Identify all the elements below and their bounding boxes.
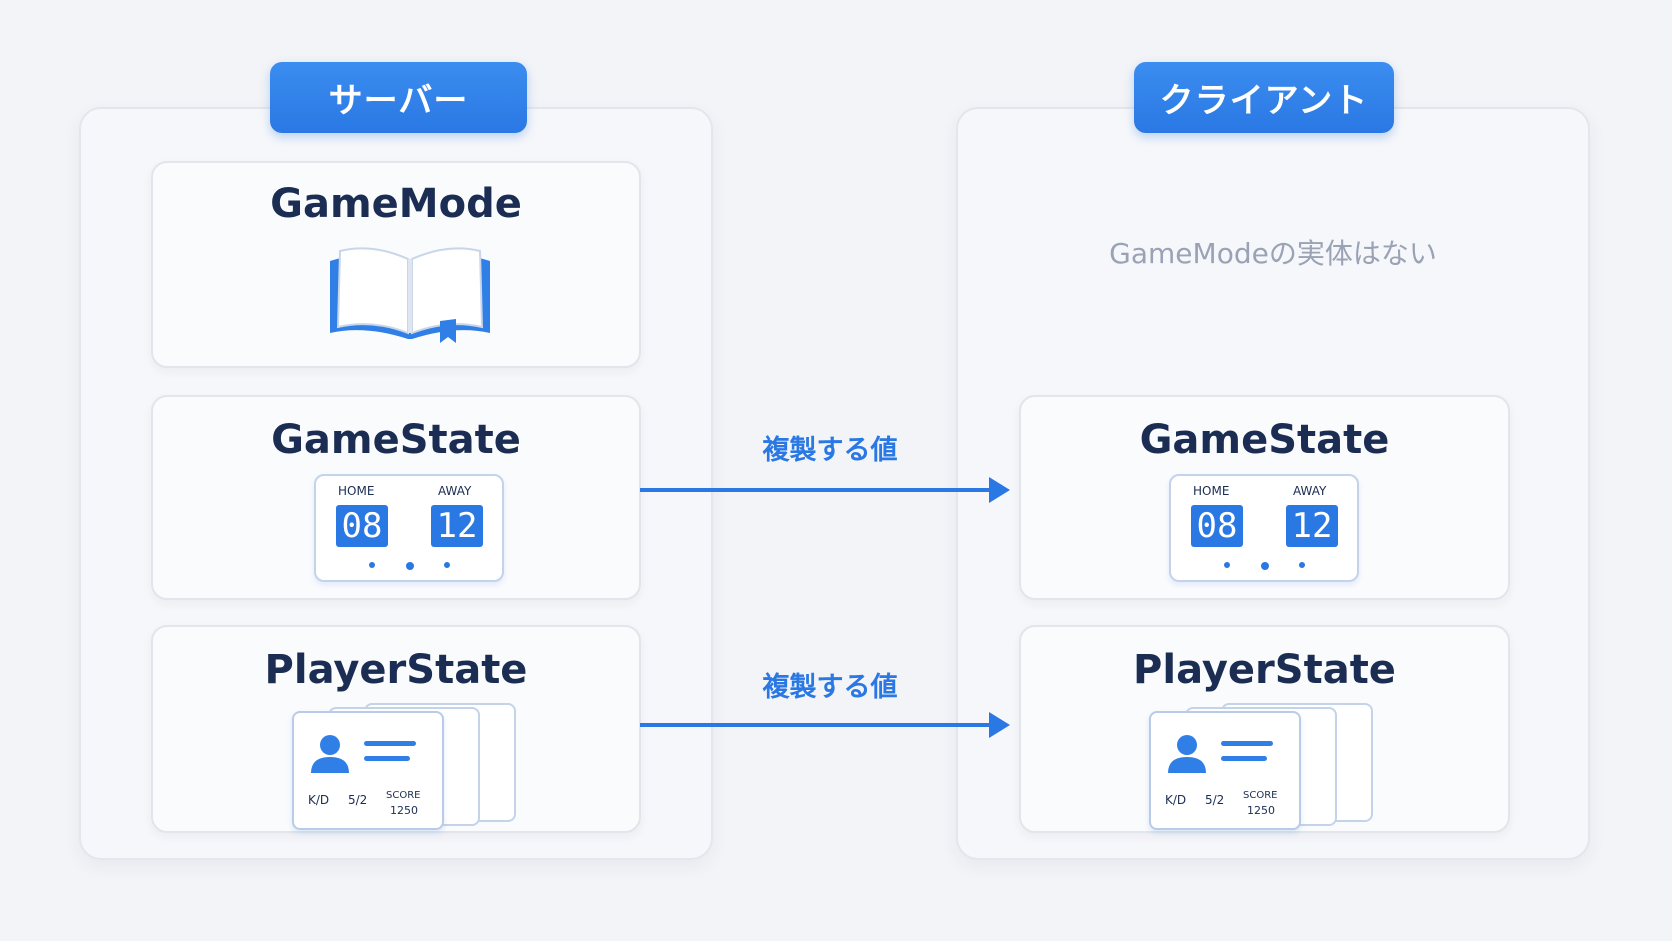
player-card-icon: K/D 5/2 SCORE 1250 [1149,703,1379,830]
away-label: AWAY [1293,484,1327,498]
kd-label: K/D [308,793,330,807]
client-playerstate-card: PlayerState K/D 5/2 SCORE 1250 [1019,625,1510,833]
score-label: SCORE [386,790,421,801]
indicator-dot [444,562,450,568]
away-score: 12 [1286,505,1338,547]
info-line [364,741,416,746]
home-label: HOME [1193,484,1230,498]
scoreboard-icon: HOME AWAY 08 12 [1169,474,1359,582]
server-playerstate-card: PlayerState K/D 5/2 SCORE 1250 [151,625,641,833]
client-label: クライアント [1134,62,1394,133]
score-label: SCORE [1243,790,1278,801]
avatar-icon [311,735,349,773]
playerstate-title: PlayerState [1133,647,1396,693]
score-value: 1250 [1247,804,1275,817]
indicator-dot [406,562,414,570]
gamestate-title: GameState [271,417,521,463]
home-label: HOME [338,484,375,498]
home-score: 08 [1191,505,1243,547]
server-label: サーバー [270,62,527,133]
card-front: K/D 5/2 SCORE 1250 [292,711,444,830]
away-label: AWAY [438,484,472,498]
kd-value: 5/2 [348,793,368,807]
kd-value: 5/2 [1205,793,1225,807]
server-gamestate-card: GameState HOME AWAY 08 12 [151,395,641,600]
indicator-dot [1224,562,1230,568]
playerstate-title: PlayerState [264,647,528,693]
info-line [1221,756,1267,761]
indicator-dot [1299,562,1305,568]
open-book-icon [330,247,490,343]
client-gamestate-card: GameState HOME AWAY 08 12 [1019,395,1510,600]
player-card-icon: K/D 5/2 SCORE 1250 [292,703,522,830]
arrow-right-icon [640,477,1010,503]
avatar-icon [1168,735,1206,773]
home-score: 08 [336,505,388,547]
arrow-right-icon [640,712,1010,738]
no-gamemode-note: GameModeの実体はない [1109,237,1437,270]
away-score: 12 [431,505,483,547]
gamestate-title: GameState [1139,417,1390,463]
info-line [364,756,410,761]
replicated-value-label: 複製する値 [762,672,898,703]
kd-label: K/D [1165,793,1187,807]
gamemode-title: GameMode [270,181,522,227]
server-gamemode-card: GameMode [151,161,641,368]
card-front: K/D 5/2 SCORE 1250 [1149,711,1301,830]
indicator-dot [1261,562,1269,570]
scoreboard-icon: HOME AWAY 08 12 [314,474,504,582]
info-line [1221,741,1273,746]
indicator-dot [369,562,375,568]
score-value: 1250 [390,804,418,817]
replicated-value-label: 複製する値 [762,435,898,466]
